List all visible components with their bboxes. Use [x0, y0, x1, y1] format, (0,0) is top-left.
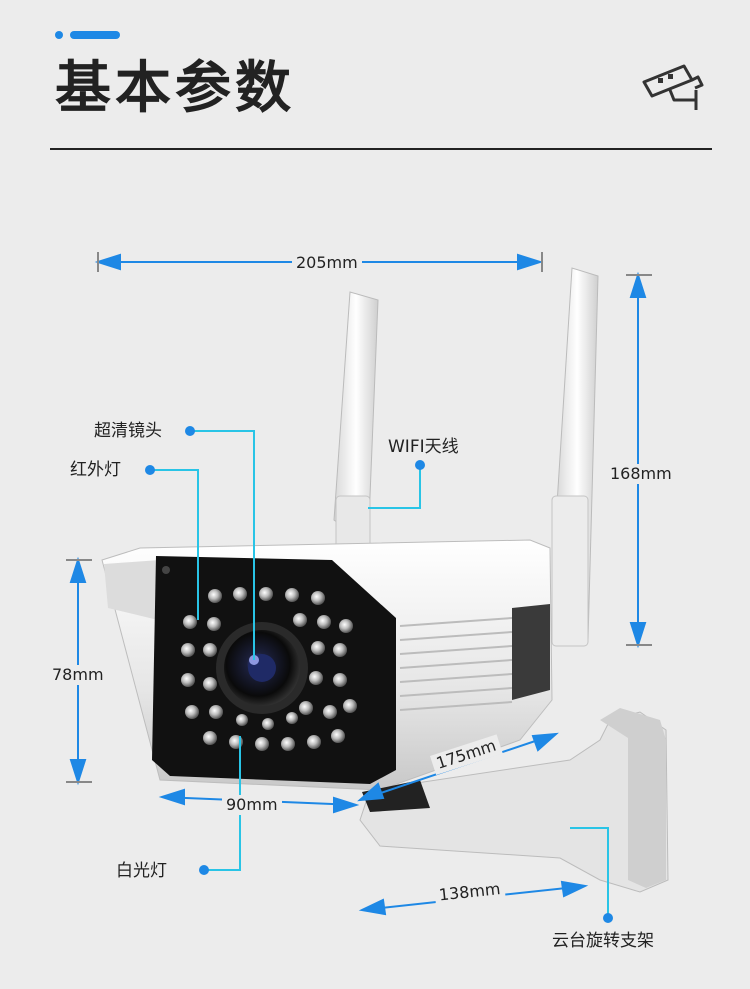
security-camera-icon: [642, 64, 704, 110]
dimension-height: 168mm: [606, 464, 676, 484]
camera-front: [152, 556, 396, 784]
page-title: 基本参数: [55, 56, 295, 121]
dimension-width: 205mm: [292, 253, 362, 273]
callout-white-light: 白光灯: [116, 861, 167, 881]
accent-bar: [70, 31, 120, 39]
callout-lens: 超清镜头: [94, 421, 162, 441]
pan-tilt-bracket: [359, 708, 669, 893]
callout-bracket: 云台旋转支架: [552, 931, 654, 951]
accent-dot: [55, 31, 63, 39]
infrared-led-array: [181, 587, 357, 751]
callout-infrared: 红外灯: [70, 460, 121, 480]
wifi-antenna-left: [333, 291, 379, 557]
dimension-front-height: 78mm: [48, 665, 108, 685]
callout-leaders: [150, 430, 609, 916]
callout-wifi: WIFI天线: [388, 437, 459, 457]
title-divider: [50, 148, 712, 150]
dimension-front-width: 90mm: [222, 795, 282, 815]
wifi-antenna-right: [551, 267, 599, 647]
